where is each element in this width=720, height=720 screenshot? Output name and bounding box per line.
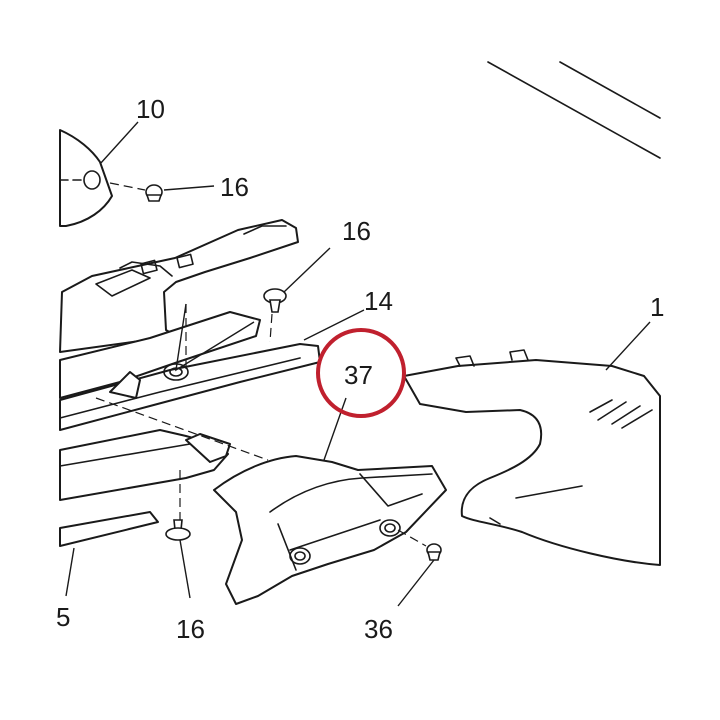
screw-16-bottom [165, 519, 191, 541]
callout-16-top-center: 16 [342, 216, 371, 246]
screw-16-top-left [109, 182, 163, 202]
callout-10: 10 [136, 94, 165, 124]
callout-16-bottom: 16 [176, 614, 205, 644]
callout-1: 1 [650, 292, 664, 322]
part-10 [59, 129, 113, 227]
callout-5: 5 [56, 602, 70, 632]
callout-leaders [65, 121, 651, 607]
part-1-panel [403, 349, 661, 566]
callout-36: 36 [364, 614, 393, 644]
callout-labels: 10 16 16 14 1 37 5 16 36 [56, 94, 664, 644]
callout-16-top-left: 16 [220, 172, 249, 202]
highlight-circle [316, 328, 406, 418]
screw-36 [397, 529, 442, 561]
callout-14: 14 [364, 286, 393, 316]
part-37-cover [213, 455, 447, 605]
frame-lines [487, 61, 661, 159]
callout-37: 37 [344, 360, 373, 390]
assembly-lines [95, 303, 269, 520]
screw-16-top-center [263, 288, 287, 343]
